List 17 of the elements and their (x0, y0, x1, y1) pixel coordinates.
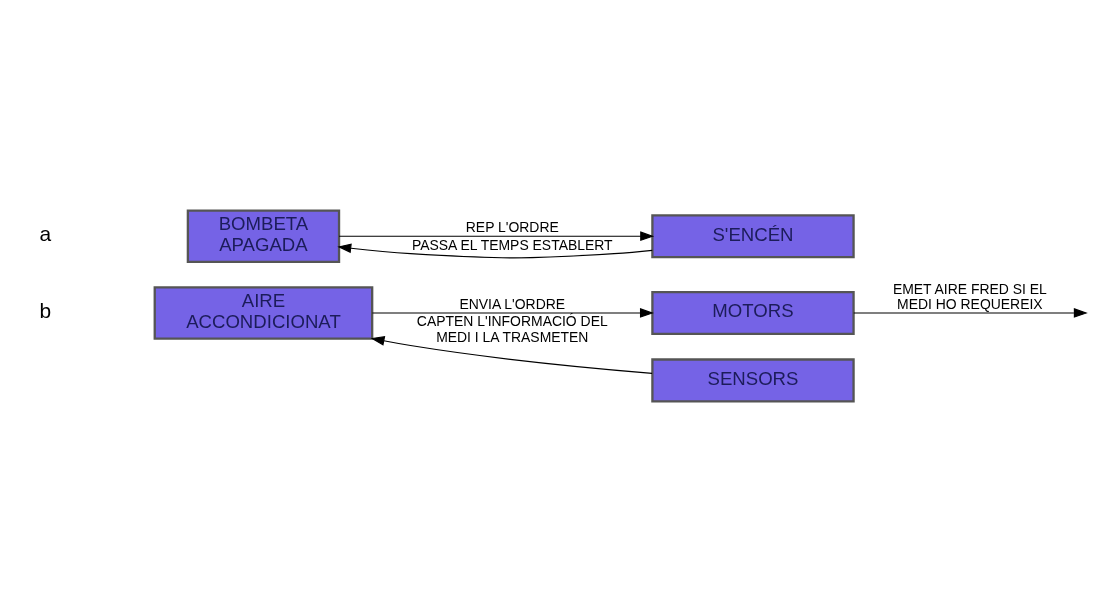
node-box: SENSORS (651, 357, 855, 402)
arrow (853, 307, 1088, 318)
arrow (370, 335, 653, 374)
label: b (39, 298, 52, 322)
edge-label: CAPTEN L'INFORMACIÓ DEL MEDI I LA TRASMETEN (416, 312, 608, 345)
arrow (371, 307, 654, 318)
edge-label: REP L'ORDRE (465, 218, 559, 235)
edge-label: ENVIA L'ORDRE (459, 295, 566, 312)
node-box: AIRE ACCONDICIONAT (153, 285, 374, 340)
arrow (338, 230, 655, 241)
label: a (39, 221, 52, 245)
node-box: BOMBETA APAGADA (186, 209, 341, 263)
edge-label: PASSA EL TEMPS ESTABLERT (411, 236, 613, 253)
node-box: MOTORS (651, 290, 855, 335)
edge-label: EMET AIRE FRED SI EL MEDI HO REQUEREIX (892, 280, 1047, 312)
node-box: S'ENCÉN (651, 213, 855, 258)
arrow (337, 242, 653, 258)
